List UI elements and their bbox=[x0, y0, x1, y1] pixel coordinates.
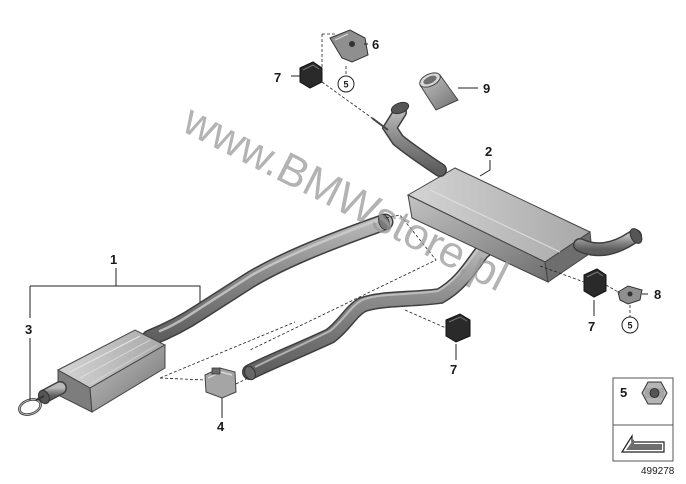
reference-number: 499278 bbox=[641, 466, 675, 477]
callout-8: 8 bbox=[654, 287, 661, 302]
bracket-top bbox=[329, 29, 369, 63]
nut-icon bbox=[641, 381, 668, 405]
legend-label: 5 bbox=[620, 385, 627, 400]
center-pipe-end bbox=[244, 365, 256, 381]
bracket-right bbox=[617, 285, 643, 305]
catalytic-converter bbox=[38, 329, 167, 413]
tailpipe-left bbox=[371, 101, 447, 177]
rubber-mount-right bbox=[583, 268, 607, 298]
assembly-lines bbox=[159, 33, 631, 385]
callout-7-right: 7 bbox=[588, 319, 595, 334]
svg-text:5: 5 bbox=[343, 80, 348, 90]
callout-7-center: 7 bbox=[450, 362, 457, 377]
callout-7-top: 7 bbox=[274, 70, 281, 85]
arrow-icon bbox=[620, 433, 665, 453]
leader-lines bbox=[29, 43, 648, 418]
callout-2: 2 bbox=[485, 144, 492, 159]
svg-text:5: 5 bbox=[627, 321, 632, 331]
tailpipe-tip bbox=[419, 72, 459, 111]
circled-callout-5-right: 5 bbox=[621, 316, 639, 334]
callout-4: 4 bbox=[217, 419, 225, 434]
pipe-clamp bbox=[204, 367, 237, 399]
rubber-mount-top bbox=[299, 61, 323, 89]
tailpipe-right bbox=[573, 228, 643, 257]
callout-6: 6 bbox=[372, 37, 379, 52]
center-pipe bbox=[242, 236, 500, 381]
rubber-mount-center bbox=[445, 313, 471, 343]
circled-callout-5-top: 5 bbox=[337, 75, 355, 93]
callout-1: 1 bbox=[110, 252, 117, 267]
legend-box: 5 bbox=[612, 377, 674, 462]
callout-3: 3 bbox=[25, 322, 32, 337]
front-pipe bbox=[141, 213, 394, 347]
hose-clamp bbox=[18, 395, 45, 416]
callout-9: 9 bbox=[483, 81, 490, 96]
